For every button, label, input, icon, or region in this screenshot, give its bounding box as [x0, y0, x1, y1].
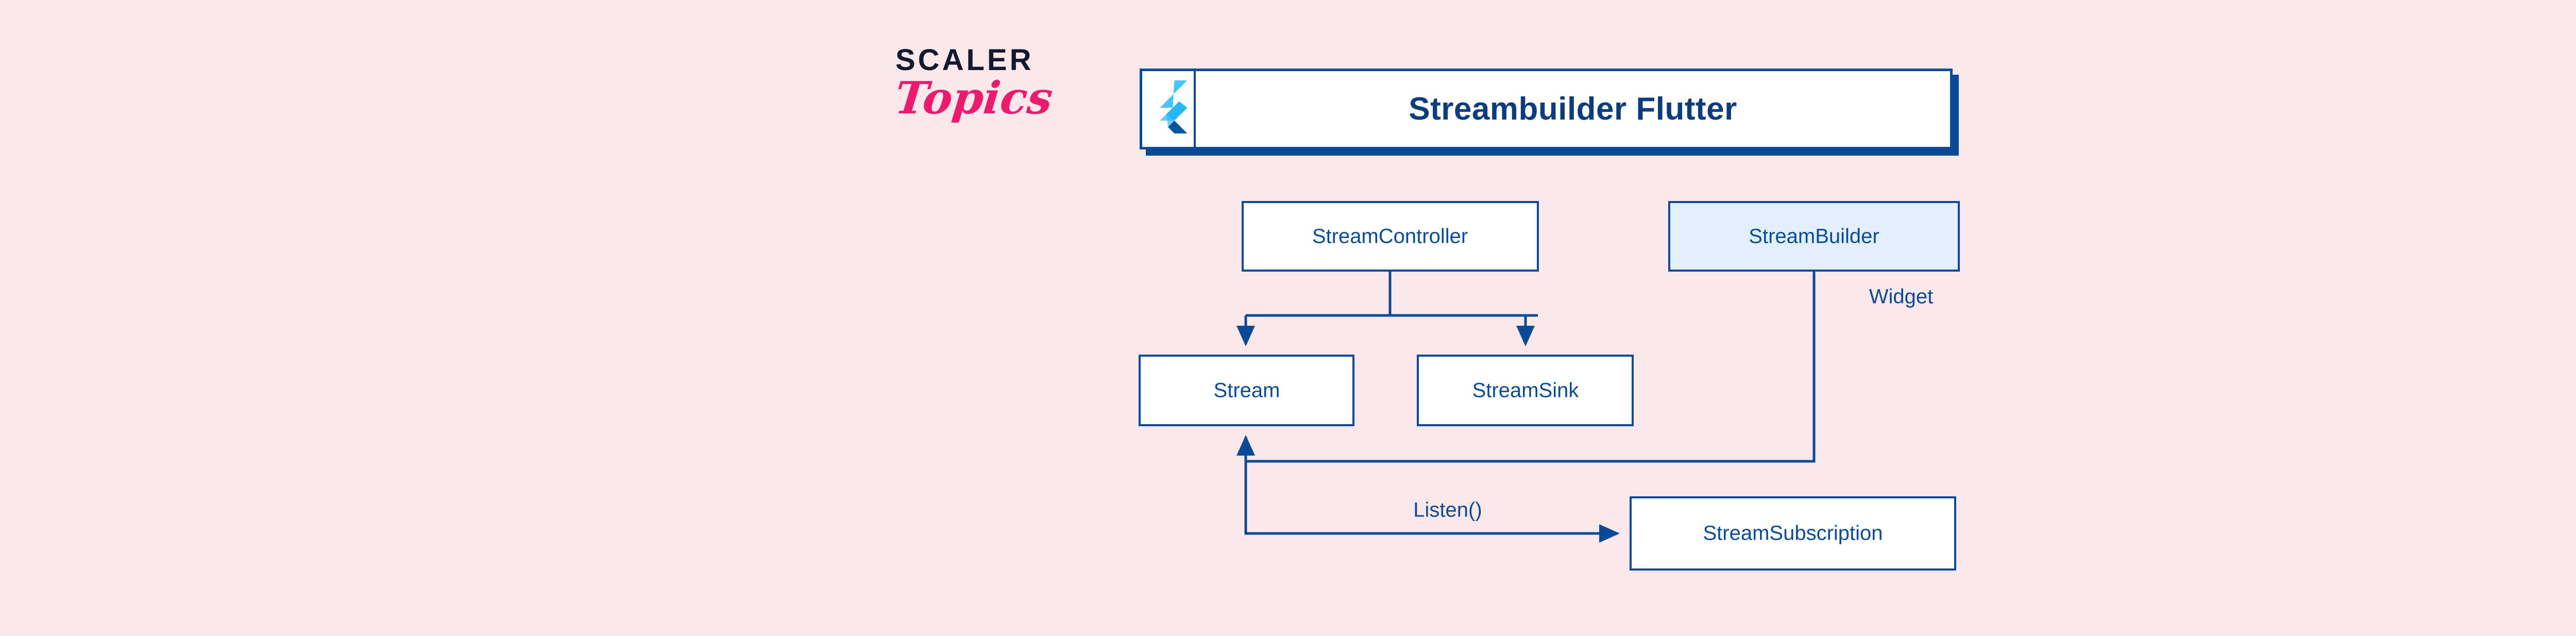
annotation-widget: Widget: [1869, 286, 1934, 308]
node-stream-label: Stream: [1214, 379, 1280, 402]
node-streamsubscription[interactable]: StreamSubscription: [1630, 496, 1956, 571]
node-streamsubscription-label: StreamSubscription: [1703, 522, 1883, 545]
logo-scaler-text: SCALER: [895, 43, 1034, 77]
scaler-topics-logo: SCALER Topics: [892, 43, 1055, 138]
node-streamsink[interactable]: StreamSink: [1417, 355, 1634, 426]
node-streamcontroller[interactable]: StreamController: [1242, 201, 1539, 272]
node-stream-box: [1139, 355, 1354, 426]
node-streambuilder-label: StreamBuilder: [1749, 225, 1879, 248]
node-streambuilder[interactable]: StreamBuilder: [1668, 201, 1960, 272]
title-banner: Streambuilder Flutter: [1140, 69, 1953, 149]
title-cell: Streambuilder Flutter: [1196, 71, 1950, 147]
edge-streambuilder-to-stream: [1236, 271, 1816, 463]
flutter-logo-icon: [1148, 79, 1188, 139]
node-streamsink-box: [1417, 355, 1634, 426]
node-streambuilder-box: [1668, 201, 1960, 272]
node-streamcontroller-box: [1242, 201, 1539, 272]
edge-stream-to-subscription: [1244, 461, 1620, 543]
page-title: Streambuilder Flutter: [1409, 91, 1737, 127]
node-streamcontroller-label: StreamController: [1312, 225, 1468, 248]
node-streamsubscription-box: [1630, 496, 1956, 571]
node-streamsink-label: StreamSink: [1472, 379, 1580, 402]
node-stream[interactable]: Stream: [1139, 355, 1354, 426]
flutter-logo-cell: [1142, 71, 1196, 147]
edge-label-listen: Listen(): [1413, 499, 1482, 522]
